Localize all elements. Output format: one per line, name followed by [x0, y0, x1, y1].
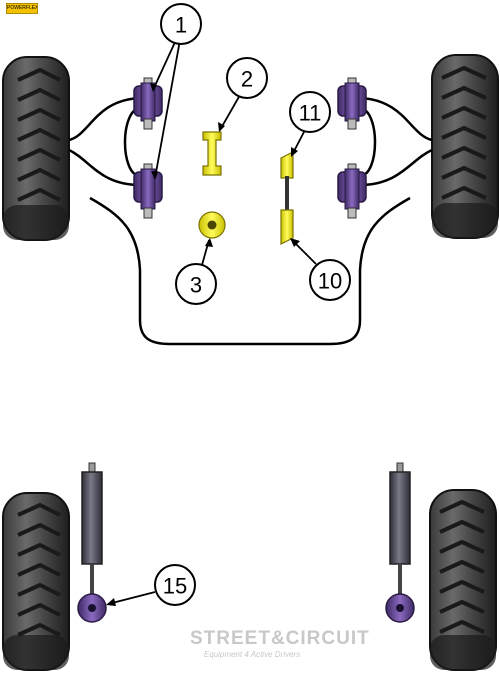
- bush-15-right: [385, 593, 415, 623]
- damper-rear-left: [81, 462, 103, 594]
- brand-logo: POWERFLEX: [6, 3, 38, 14]
- callout-3: [175, 238, 217, 305]
- bush-15-left: [77, 593, 107, 623]
- callout-11-label: 11: [299, 101, 322, 126]
- callout-15: [106, 564, 196, 606]
- wishbone-left: [68, 96, 141, 187]
- callout-10: [290, 238, 351, 301]
- anti-roll-bar: [89, 196, 411, 346]
- callout-11: [289, 91, 331, 157]
- tyre-front-left: [2, 56, 70, 241]
- tyre-rear-right: [429, 489, 497, 671]
- bush-1-upper: [133, 77, 163, 130]
- tyre-rear-left: [2, 492, 70, 671]
- callout-1: [150, 3, 202, 180]
- bush-3: [198, 211, 226, 239]
- bush-right-upper: [337, 77, 367, 130]
- watermark-logo: STREET&CIRCUIT Equipment 4 Active Driver…: [190, 628, 370, 672]
- bush-right-lower: [337, 163, 367, 219]
- callout-15-label: 15: [163, 574, 187, 599]
- tyre-front-right: [431, 54, 499, 239]
- watermark-brand: STREET&CIRCUIT: [190, 628, 370, 649]
- callout-1-label: 1: [175, 13, 187, 38]
- callout-2-label: 2: [241, 67, 253, 92]
- bush-10: [280, 209, 294, 245]
- wishbone-right: [359, 96, 433, 187]
- damper-rear-right: [389, 462, 411, 594]
- callout-2: [218, 57, 268, 132]
- bush-2: [202, 131, 222, 176]
- bush-11: [280, 151, 294, 212]
- callout-10-label: 10: [318, 269, 342, 294]
- watermark-tagline: Equipment 4 Active Drivers: [203, 650, 301, 659]
- callout-3-label: 3: [190, 273, 202, 298]
